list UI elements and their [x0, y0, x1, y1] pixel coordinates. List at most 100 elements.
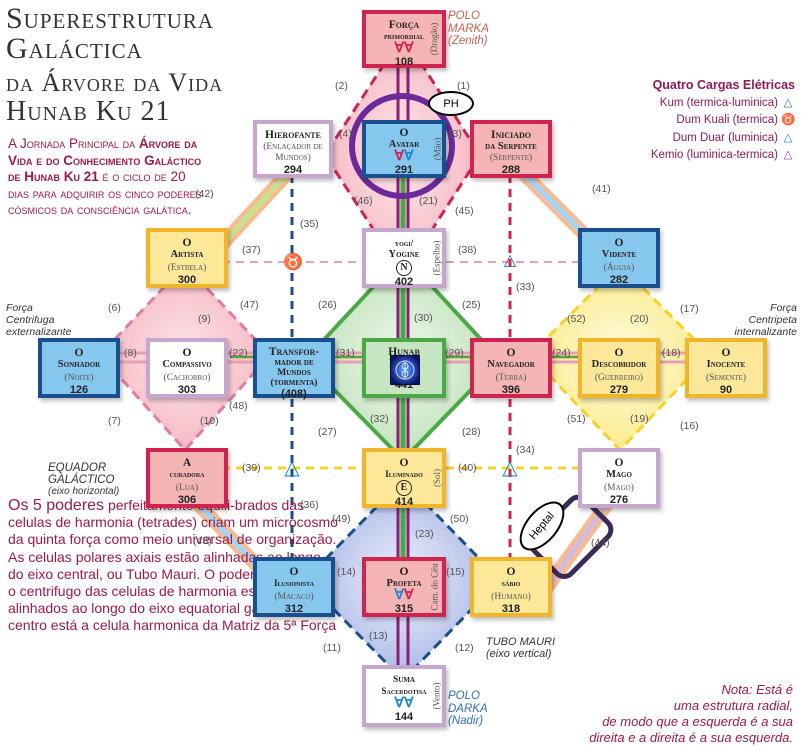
cell-number: 303 — [177, 384, 197, 396]
cell-title-2: Vidente — [601, 249, 637, 260]
cell-hierofante[interactable]: Hierofante (Enlaçador de Mundos) 294 — [253, 120, 333, 178]
cell-title-2: Yogine — [388, 249, 420, 260]
cell-navegador[interactable]: O Navegador (Terra) 396 — [470, 338, 552, 398]
e-circle-icon: E — [366, 480, 442, 496]
hunab-ku-emblem-image — [390, 355, 420, 385]
path-label: (26) — [318, 299, 337, 311]
path-label: (3) — [449, 128, 462, 140]
label-line: EQUADOR — [48, 462, 107, 474]
cell-inocente[interactable]: O Inocente (Semente) 90 — [685, 338, 767, 398]
cell-title: Transfor- — [268, 346, 320, 358]
cell-sabio[interactable]: O sábio (Humano) 318 — [470, 557, 552, 617]
cell-number: 288 — [501, 164, 521, 176]
cell-ilusionista[interactable]: O Ilusionista (Macaco) 312 — [253, 557, 335, 617]
glyph-letter: E — [396, 480, 412, 496]
path-label: (47) — [240, 299, 259, 311]
cell-iniciado-serpente[interactable]: Iniciado da Serpente (Serpente) 288 — [470, 120, 552, 178]
legend-item: Dum Duar (luminica)△ — [651, 130, 795, 148]
path-label: (18) — [662, 347, 681, 359]
path-label: (20) — [630, 313, 649, 325]
cell-tribe: (Estrela) — [167, 263, 207, 273]
cell-tribe: (Enlaçador de Mundos) — [263, 142, 323, 163]
cell-transformador-de-mundos[interactable]: Transfor- mador de Mundos (tormenta) (40… — [253, 338, 335, 400]
cell-number: 396 — [501, 384, 521, 396]
cell-title-2: Artista — [170, 249, 204, 260]
cell-title: O — [506, 347, 516, 359]
cell-avatar[interactable]: O Avatar ∀∀ 291 (Mão) — [362, 120, 446, 178]
cell-number: 126 — [69, 384, 89, 396]
dum-kuali-icon: ♉ — [283, 252, 303, 271]
cell-artista[interactable]: O Artista (Estrela) 300 — [146, 228, 228, 288]
legend-item: Dum Kuali (termica)♉ — [651, 112, 795, 130]
label-line: POLO — [448, 10, 480, 22]
path-label: (45) — [455, 205, 474, 217]
path-label: (30) — [414, 312, 433, 324]
double-v-icon: ∀∀ — [394, 41, 414, 56]
cell-suma-sacerdotisa[interactable]: Suma Sacerdotisa ∀∀ 144 (Vento) — [362, 665, 446, 727]
polo-darka-label: POLO DARKA (Nadir) — [448, 690, 488, 728]
cell-title-2: primordial — [384, 31, 424, 41]
cell-title-2: curadora — [169, 469, 205, 479]
kum-icon: △ — [783, 96, 793, 109]
cell-mago[interactable]: O Mago (Mago) 276 — [578, 448, 660, 508]
cell-sonhador[interactable]: O Sonhador (Noite) 126 — [38, 338, 120, 398]
path-label: (32) — [370, 413, 389, 425]
path-label: (21) — [419, 195, 438, 207]
title-line-3: da Árvore da Vida — [6, 68, 224, 97]
cell-title: O — [289, 566, 299, 578]
path-label: (35) — [300, 218, 319, 230]
body-lead: Os 5 poderes — [8, 497, 105, 514]
polo-marka-label: POLO MARKA (Zenith) — [448, 10, 489, 48]
path-label: (36) — [300, 499, 319, 511]
dum-kuali-icon: ♉ — [781, 114, 796, 126]
cell-title: Força — [388, 19, 420, 31]
cell-descobridor[interactable]: O Descobridor (Guerreiro) 279 — [578, 338, 660, 398]
cell-yogi-yogine[interactable]: yogi/ Yogine N 402 (Espelho) — [362, 228, 446, 288]
cell-number: 108 — [394, 56, 414, 68]
cell-title-2: mador de Mundos (tormenta) — [270, 358, 318, 388]
path-label: (22) — [229, 347, 248, 359]
body-text: Os 5 poderes perfeitamente equili-brados… — [8, 497, 338, 635]
legend-label: Kemio (luminica-termica) — [650, 149, 778, 161]
cell-compassivo[interactable]: O Compassivo (Cachorro) 303 — [146, 338, 228, 398]
double-v-icon: ∀∀ — [394, 696, 414, 711]
label-line: externalizante — [6, 326, 72, 338]
path-label: (29) — [445, 347, 464, 359]
electric-charges-legend: Quatro Cargas Elétricas Kum (termica-lum… — [651, 77, 796, 165]
label-line: GALÁCTICO — [48, 473, 115, 486]
cell-title: yogi/ — [394, 238, 414, 248]
cell-title-2: Ilusionista — [273, 578, 315, 588]
cell-number: 282 — [609, 274, 629, 286]
path-label: (41) — [592, 183, 611, 195]
path-label: (51) — [567, 413, 586, 425]
path-label: (2) — [335, 80, 348, 92]
cell-profeta[interactable]: O Profeta ∀∀ 315 Cam. do Céu — [362, 557, 446, 617]
n-circle-icon: N — [366, 260, 442, 276]
cell-title-2: Avatar — [388, 139, 420, 150]
cell-forca-primordial[interactable]: Força primordial ∀∀ 108 (Dragão) — [362, 10, 446, 68]
centrifugal-force-label: Força Centrifuga externalizante — [6, 302, 71, 338]
cell-title-2: sábio — [501, 578, 521, 588]
cell-number: 90 — [719, 384, 733, 396]
cell-vidente[interactable]: O Vidente (Águia) 282 — [578, 228, 660, 288]
cell-iluminado[interactable]: O Iluminado E 414 (Sol) — [362, 448, 446, 508]
path-label: (9) — [198, 313, 211, 325]
cell-title: O — [182, 347, 192, 359]
note-line: de modo que a esquerda é a sua — [602, 714, 793, 729]
note-line: direita e a direita é a sua esquerda. — [589, 730, 793, 745]
path-label: (42) — [195, 188, 214, 200]
legend-label: Kum (termica-luminica) — [659, 96, 778, 109]
cell-tribe: (Serpente) — [489, 153, 533, 163]
path-label: (33) — [516, 281, 535, 293]
dum-duar-icon: △ — [783, 131, 793, 144]
path-label: (13) — [369, 630, 388, 642]
legend-item: Kemio (luminica-termica)△ — [651, 147, 795, 165]
path-label: (38) — [458, 244, 477, 256]
cell-title: O — [721, 347, 731, 359]
cell-curadora[interactable]: A curadora (Lua) 306 — [146, 448, 228, 508]
label-line: internalizante — [734, 326, 797, 338]
path-label: (17) — [680, 303, 699, 315]
path-label: (46) — [354, 195, 373, 207]
cell-title: O — [614, 237, 624, 249]
